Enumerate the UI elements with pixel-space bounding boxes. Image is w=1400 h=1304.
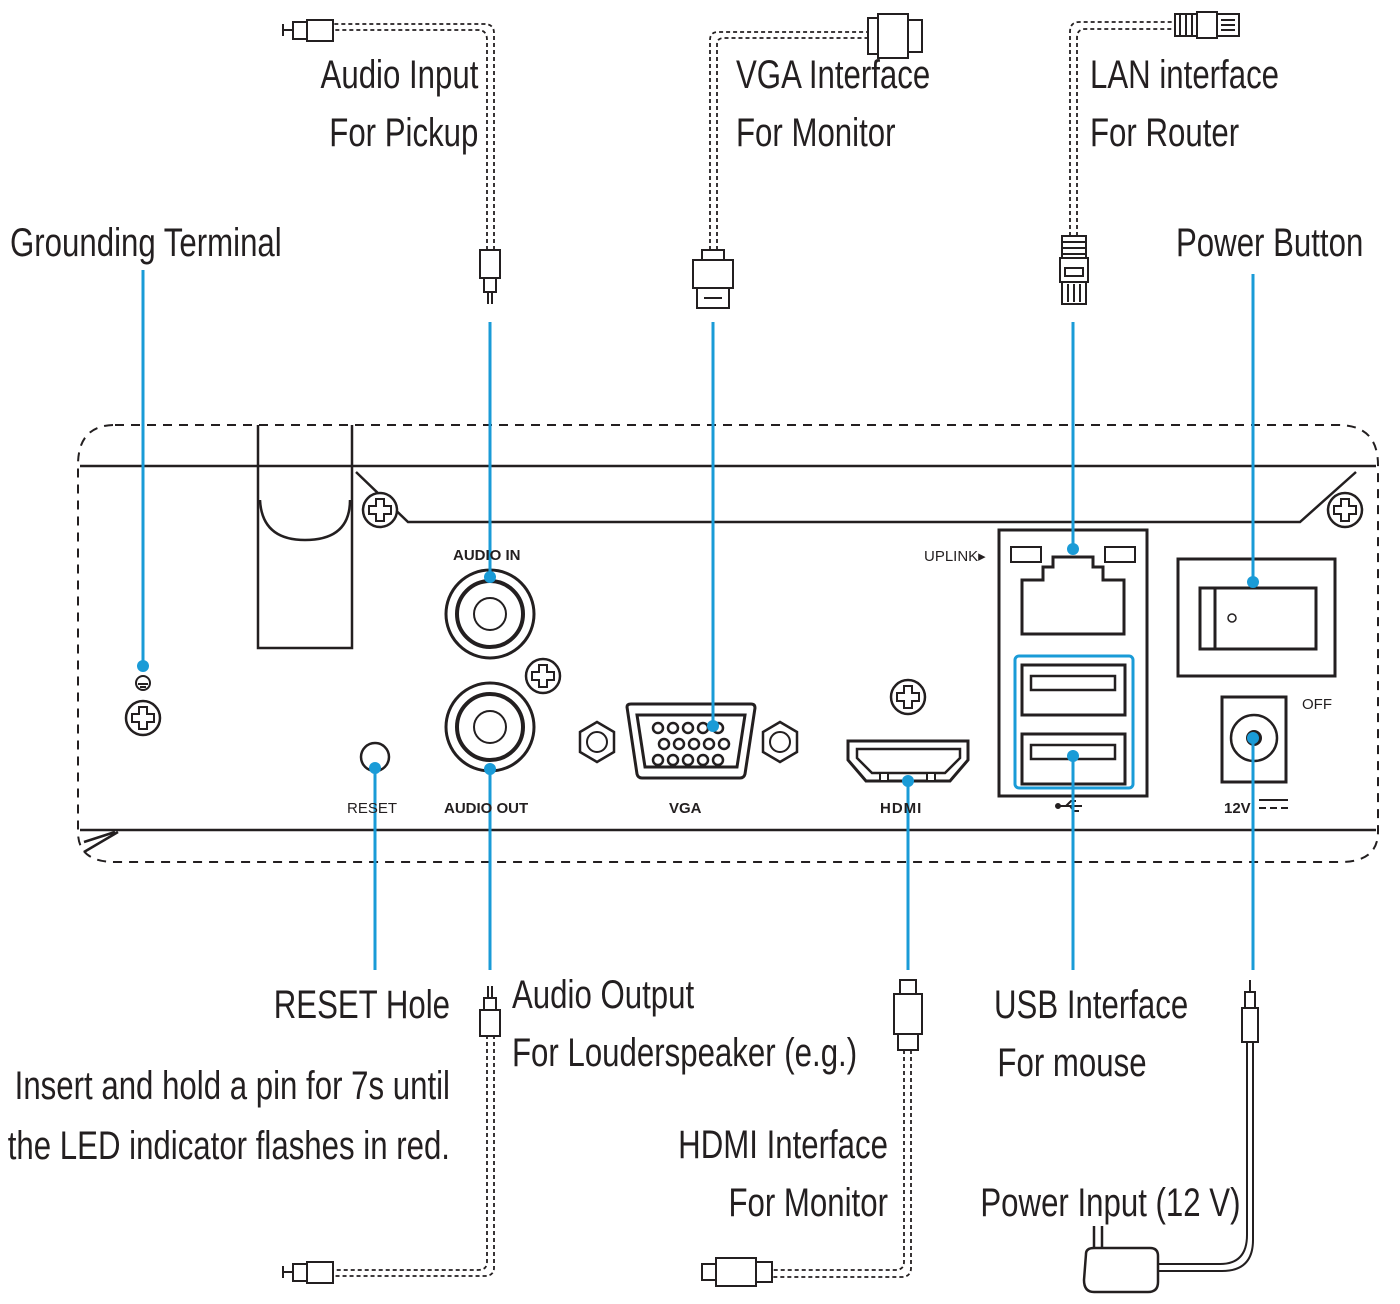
vga-pin <box>681 721 695 735</box>
hdmi-plug-icon <box>701 1257 773 1287</box>
rca-plug-icon <box>282 19 334 42</box>
screw-icon <box>361 491 399 529</box>
hdmi-print: HDMI <box>880 800 923 817</box>
screw-icon <box>124 699 162 737</box>
vga-pin <box>681 753 695 767</box>
dc-symbol-icon <box>1259 799 1288 809</box>
power-switch <box>1176 557 1337 678</box>
audio-out-print: AUDIO OUT <box>444 800 529 817</box>
audio-out-jack <box>444 681 536 773</box>
usb-interface-label: USB Interface For mouse <box>994 983 1189 1085</box>
vga-pin <box>672 737 686 751</box>
vga-interface-label: VGA Interface For Monitor <box>736 53 931 155</box>
vga-pin <box>666 753 680 767</box>
lan-plug-icon <box>1059 235 1089 305</box>
power-input-label: Power Input (12 V) <box>979 1181 1240 1225</box>
vga-plug-icon <box>867 13 923 59</box>
screw-icon <box>524 657 562 695</box>
hdmi-port <box>846 739 970 783</box>
leader-lines <box>141 270 1255 970</box>
vga-pin <box>696 721 710 735</box>
vga-pin <box>711 753 725 767</box>
audio-in-print: AUDIO IN <box>453 547 521 564</box>
rca-plug-icon <box>479 986 501 1037</box>
hdmi-plug-icon <box>893 979 923 1051</box>
dc-plug-icon <box>1241 980 1259 1043</box>
audio-in-jack <box>444 568 536 660</box>
grounding-terminal-label: Grounding Terminal <box>10 221 282 265</box>
usb-symbol-icon <box>1055 800 1082 812</box>
reset-instructions: Insert and hold a pin for 7s until the L… <box>7 1064 451 1168</box>
uplink-print: UPLINK▸ <box>924 548 986 565</box>
screw-icon <box>889 678 927 716</box>
dashed-cables <box>330 21 1175 1278</box>
screw-icon <box>1326 491 1364 529</box>
leader-dots <box>137 543 1259 787</box>
vga-pin <box>717 737 731 751</box>
rca-plug-icon <box>479 249 501 304</box>
vga-print: VGA <box>669 800 702 817</box>
vga-pin <box>696 753 710 767</box>
audio-output-label: Audio Output For Louderspeaker (e.g.) <box>512 973 858 1075</box>
vga-pin <box>651 753 665 767</box>
rca-plug-icon <box>282 1261 334 1284</box>
vga-pin <box>651 721 665 735</box>
reset-print: RESET <box>347 800 398 817</box>
power-cable <box>1158 1042 1254 1272</box>
hdmi-interface-label: HDMI Interface For Monitor <box>678 1123 888 1225</box>
lan-interface-label: LAN interface For Router <box>1090 53 1280 155</box>
vga-pin <box>687 737 701 751</box>
ground-symbol-icon <box>135 675 151 691</box>
reset-hole-label: RESET Hole <box>273 983 450 1027</box>
lan-plug-icon <box>1174 11 1240 39</box>
power-button-label: Power Button <box>1176 221 1364 265</box>
vga-pin <box>666 721 680 735</box>
power-adapter-icon <box>1082 1226 1160 1294</box>
dc-voltage-print: 12V <box>1224 800 1251 817</box>
audio-input-label: Audio Input For Pickup <box>320 53 478 155</box>
vga-plug-icon <box>692 249 734 309</box>
vga-port <box>625 702 757 780</box>
off-print: OFF <box>1302 696 1332 713</box>
vga-pin <box>657 737 671 751</box>
vga-pin <box>702 737 716 751</box>
